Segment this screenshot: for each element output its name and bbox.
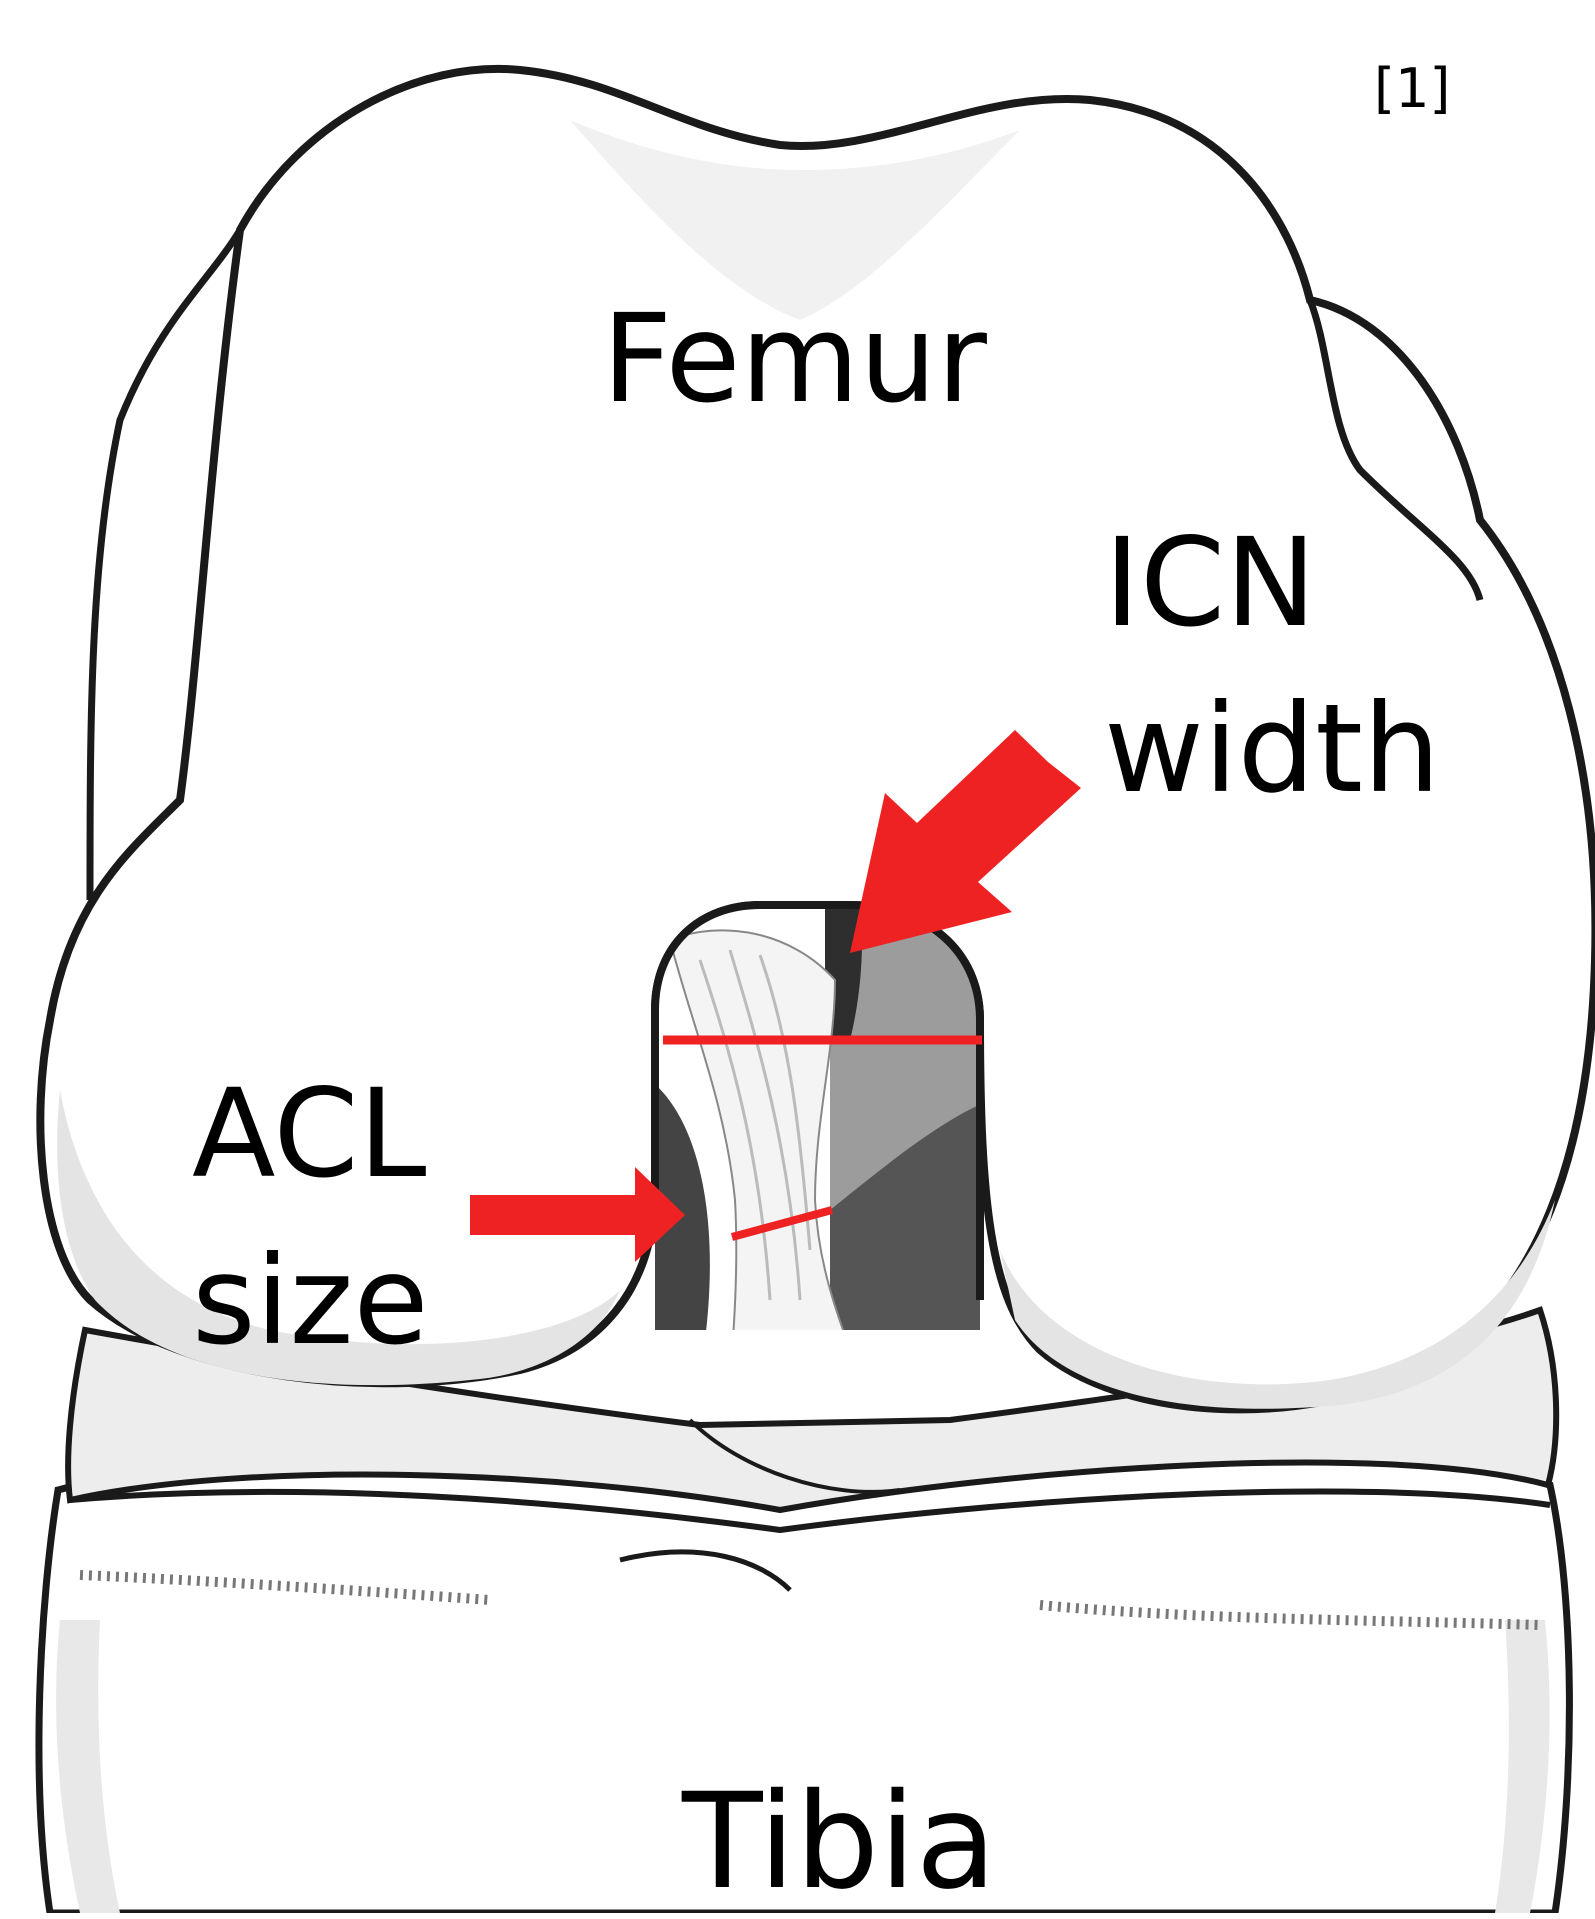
icn-label-line1: ICN bbox=[1104, 522, 1316, 644]
femur-label: Femur bbox=[602, 298, 987, 420]
reference-mark: [1] bbox=[1374, 62, 1451, 116]
acl-label-line2: size bbox=[192, 1240, 429, 1362]
acl-label-line1: ACL bbox=[192, 1073, 426, 1195]
intercondylar-notch bbox=[650, 900, 990, 1497]
icn-label-line2: width bbox=[1104, 688, 1440, 810]
tibia-label: Tibia bbox=[682, 1776, 997, 1908]
